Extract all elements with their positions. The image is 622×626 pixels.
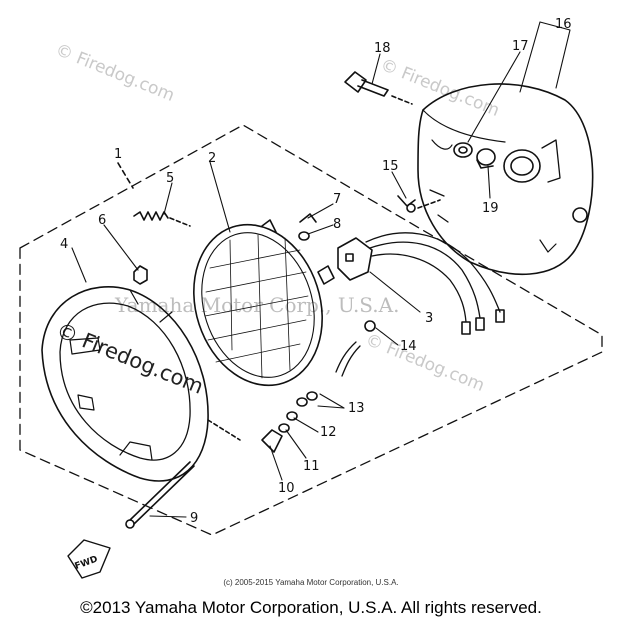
callout-14: 14	[400, 339, 417, 354]
assembly-boundary-dashed	[19, 124, 603, 536]
grommet-17	[453, 142, 473, 158]
headlight-rim	[41, 286, 241, 482]
copyright-main: ©2013 Yamaha Motor Corporation, U.S.A. A…	[80, 598, 542, 617]
washer-8	[298, 231, 310, 241]
screw-7	[299, 213, 317, 223]
callout-1: 1	[114, 147, 122, 162]
callout-16: 16	[555, 17, 572, 32]
bolt-18	[344, 71, 413, 105]
copyright-small: (c) 2005-2015 Yamaha Motor Corporation, …	[223, 578, 399, 587]
callout-17: 17	[512, 39, 529, 54]
washer-19	[476, 148, 496, 169]
callout-19: 19	[482, 201, 499, 216]
sealed-beam-unit	[193, 219, 335, 387]
callout-5: 5	[166, 171, 174, 186]
callout-3: 3	[425, 311, 433, 326]
callout-15: 15	[382, 159, 399, 174]
callout-labels: 1 2 3 4 5 6 7 8 9 10 11 12 13 14 15 16 1…	[60, 17, 572, 572]
leader-group-1-dashed	[117, 162, 134, 189]
callout-9: 9	[190, 511, 198, 526]
nut-13	[296, 391, 318, 407]
socket-harness	[337, 232, 505, 335]
callout-2: 2	[208, 151, 216, 166]
screw-9	[125, 461, 195, 529]
fwd-label: FWD	[74, 555, 100, 572]
callout-12: 12	[320, 425, 337, 440]
spring-5	[133, 211, 191, 227]
callout-7: 7	[333, 192, 341, 207]
fwd-arrow	[67, 539, 111, 579]
bulb-14	[335, 320, 376, 377]
callout-11: 11	[303, 459, 320, 474]
washer-12	[286, 411, 298, 421]
callout-4: 4	[60, 237, 68, 252]
callout-8: 8	[333, 217, 341, 232]
watermark-yamaha: Yamaha Motor Corp., U.S.A.	[115, 293, 400, 317]
callout-13: 13	[348, 401, 365, 416]
callout-10: 10	[278, 481, 295, 496]
washer-11	[278, 423, 290, 433]
headlight-housing	[417, 83, 594, 276]
spacer-10	[261, 429, 283, 453]
callout-18: 18	[374, 41, 391, 56]
callout-6: 6	[98, 213, 106, 228]
screw-15	[397, 195, 441, 213]
leader-lines	[71, 21, 571, 518]
nut-6	[133, 265, 148, 285]
